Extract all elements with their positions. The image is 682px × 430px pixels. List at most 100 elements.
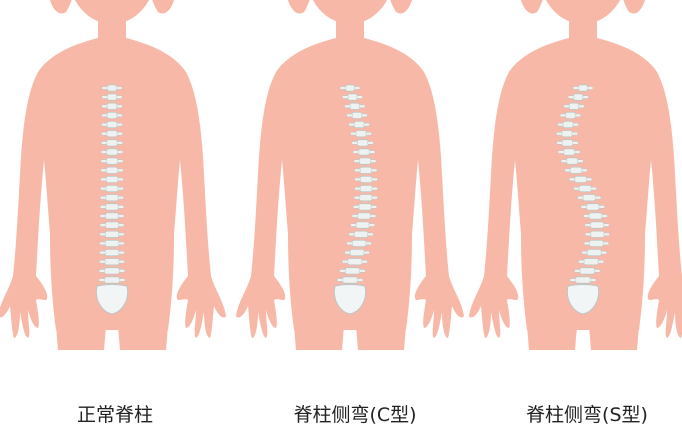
vertebra-process: [367, 233, 373, 236]
vertebra-process: [99, 279, 105, 282]
vertebra-process: [587, 87, 593, 90]
vertebra-process: [556, 132, 562, 135]
vertebra-process: [340, 87, 346, 90]
vertebra: [342, 277, 358, 283]
vertebra: [589, 240, 604, 246]
vertebra: [107, 85, 117, 91]
figure-s-type: [469, 0, 682, 350]
vertebra: [352, 240, 367, 246]
vertebra: [354, 121, 365, 127]
vertebra: [350, 103, 361, 109]
vertebra: [345, 85, 355, 91]
vertebra: [104, 268, 120, 274]
vertebra: [105, 185, 118, 191]
vertebra-process: [354, 87, 360, 90]
vertebra-process: [116, 96, 122, 99]
vertebra-process: [116, 87, 122, 90]
vertebra-process: [582, 96, 588, 99]
vertebra-process: [578, 196, 584, 199]
vertebra-process: [118, 242, 124, 245]
vertebra: [347, 94, 357, 100]
vertebra-process: [582, 251, 588, 254]
vertebra-process: [117, 178, 123, 181]
vertebra: [360, 176, 373, 182]
vertebra: [563, 121, 574, 127]
vertebra-process: [371, 169, 377, 172]
vertebra: [347, 259, 362, 265]
vertebra: [578, 85, 588, 91]
vertebra-process: [355, 187, 361, 190]
vertebra: [106, 121, 117, 127]
vertebra: [105, 231, 120, 237]
vertebra-process: [362, 114, 368, 117]
vertebra-process: [584, 242, 590, 245]
vertebra-process: [101, 160, 107, 163]
vertebra-process: [345, 105, 351, 108]
figure-c-type: [236, 0, 464, 350]
vertebra-process: [601, 251, 607, 254]
vertebra: [359, 158, 371, 164]
vertebra-process: [602, 215, 608, 218]
vertebra-process: [117, 123, 123, 126]
vertebra-process: [345, 251, 351, 254]
vertebra-process: [352, 215, 358, 218]
vertebra: [106, 140, 118, 146]
vertebra: [583, 195, 596, 201]
vertebra: [356, 222, 370, 228]
vertebra-process: [364, 123, 370, 126]
vertebra-process: [101, 178, 107, 181]
vertebra-process: [102, 96, 108, 99]
vertebra-process: [366, 242, 372, 245]
vertebra-process: [574, 270, 580, 273]
vertebra-process: [359, 270, 365, 273]
vertebra-process: [101, 169, 107, 172]
vertebra-process: [369, 151, 375, 154]
vertebra-process: [352, 142, 358, 145]
vertebra-process: [370, 215, 376, 218]
vertebra-process: [347, 242, 353, 245]
vertebra: [359, 195, 372, 201]
vertebra-process: [101, 132, 107, 135]
vertebra: [562, 140, 574, 146]
vertebra: [579, 268, 595, 274]
vertebra-process: [349, 233, 355, 236]
vertebra-process: [354, 160, 360, 163]
vertebra-process: [116, 105, 122, 108]
vertebra-process: [342, 96, 348, 99]
vertebra-process: [568, 96, 574, 99]
vertebra: [106, 167, 119, 173]
vertebra-process: [118, 224, 124, 227]
vertebra-process: [565, 169, 571, 172]
vertebra: [355, 131, 366, 137]
vertebra: [570, 167, 583, 173]
vertebra-process: [359, 105, 365, 108]
vertebra: [345, 268, 361, 274]
vertebra-process: [561, 160, 567, 163]
vertebra-process: [369, 224, 375, 227]
vertebra: [561, 131, 572, 137]
vertebra-process: [353, 206, 359, 209]
vertebra: [357, 140, 369, 146]
vertebra-process: [100, 206, 106, 209]
vertebra-process: [584, 215, 590, 218]
vertebra-process: [364, 251, 370, 254]
vertebra: [358, 149, 370, 155]
vertebra-process: [337, 279, 343, 282]
vertebra: [106, 131, 117, 137]
vertebra-process: [118, 196, 124, 199]
vertebra-process: [351, 224, 357, 227]
vertebra-process: [578, 260, 584, 263]
vertebra-process: [577, 160, 583, 163]
vertebra: [105, 240, 120, 246]
vertebra-process: [591, 187, 597, 190]
vertebra-process: [585, 233, 591, 236]
vertebra-process: [119, 270, 125, 273]
vertebra-process: [581, 169, 587, 172]
vertebra-process: [342, 260, 348, 263]
vertebra-process: [100, 187, 106, 190]
vertebra: [104, 259, 119, 265]
figure-normal: [0, 0, 226, 350]
vertebra-process: [372, 196, 378, 199]
vertebra: [107, 112, 118, 118]
